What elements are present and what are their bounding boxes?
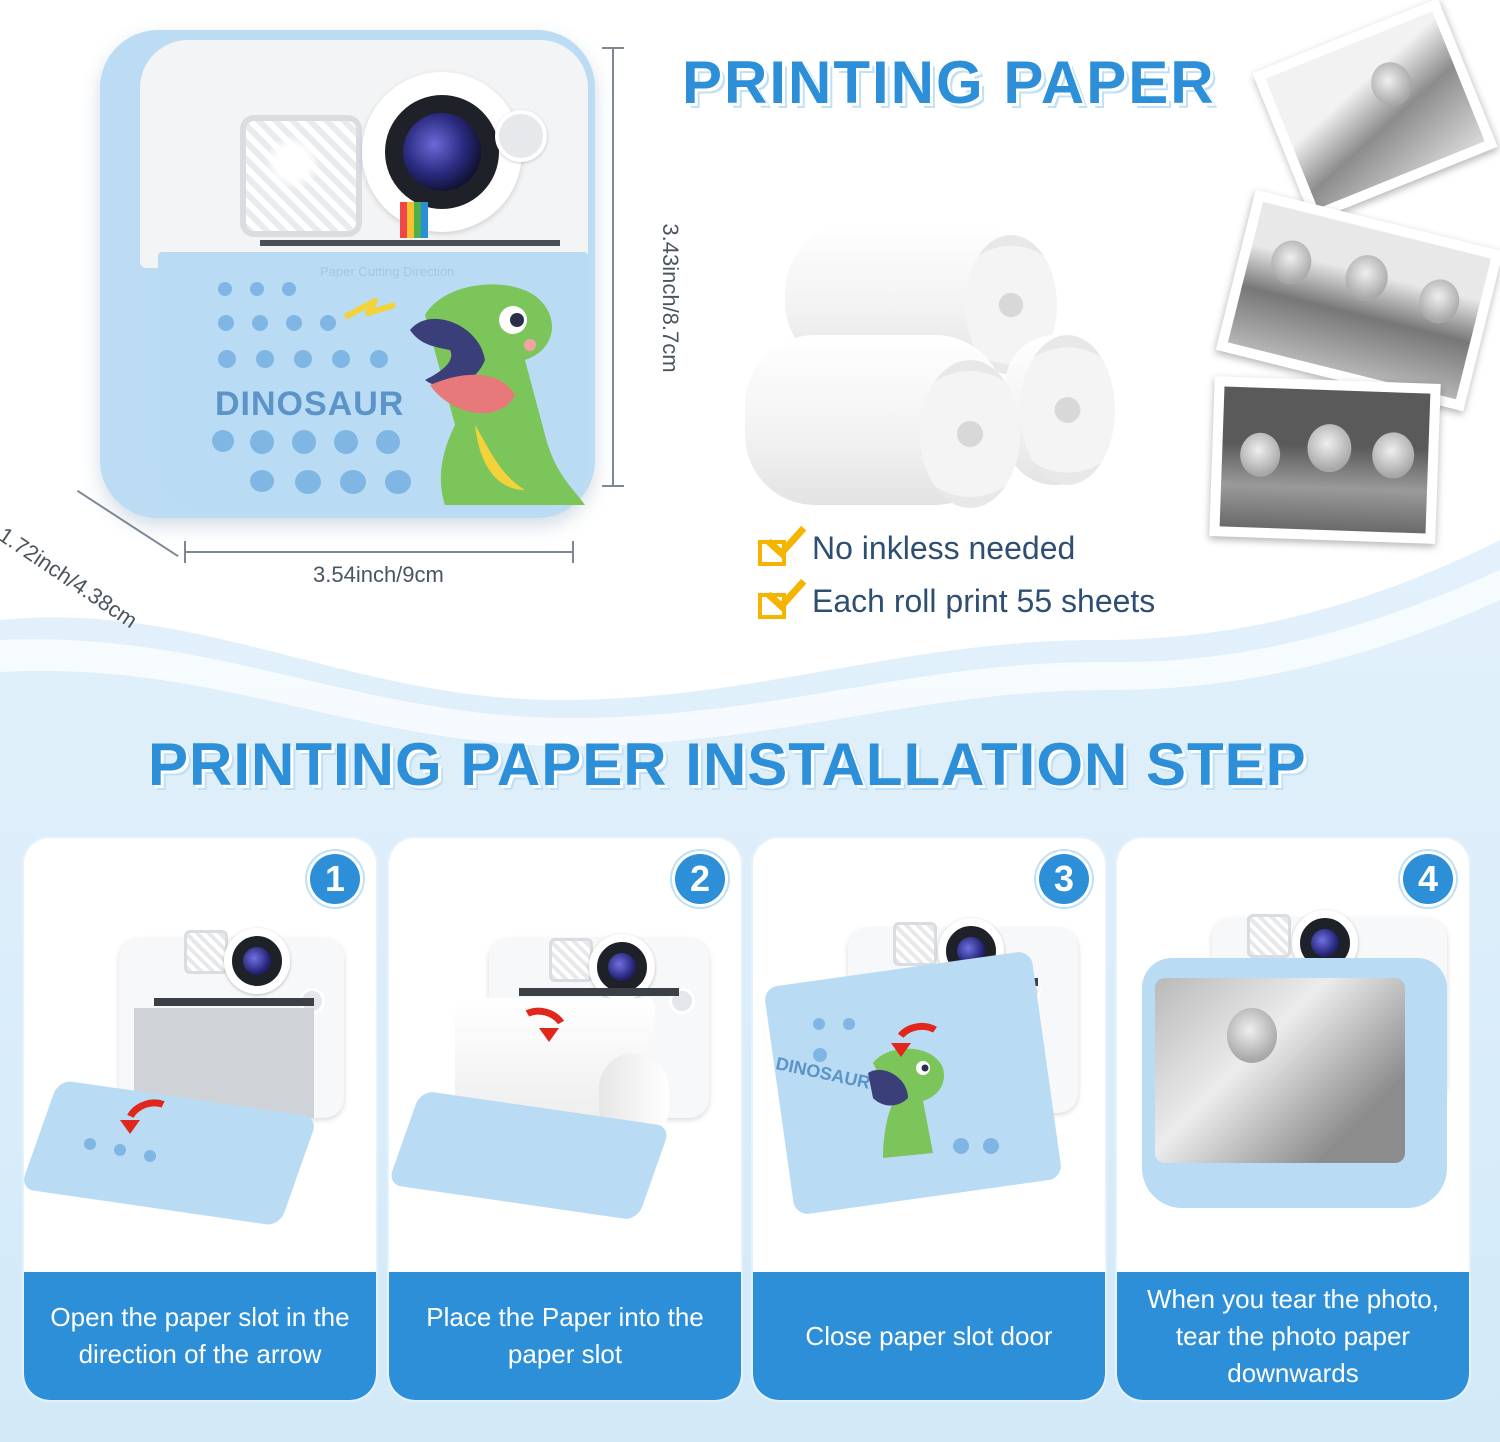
paper-roll-end: [1020, 335, 1115, 485]
pattern-dot: [295, 470, 321, 494]
pattern-dot: [250, 470, 274, 492]
lens-glass: [403, 113, 481, 191]
step-caption: Close paper slot door: [753, 1272, 1105, 1400]
step-number-badge: 1: [310, 854, 360, 904]
step-card-1: 1 Open the paper slot in the direction o…: [24, 838, 376, 1400]
pattern-dot: [385, 470, 411, 494]
dinosaur-text: DINOSAUR: [215, 385, 405, 423]
step-caption: Place the Paper into the paper slot: [389, 1272, 741, 1400]
width-dimension-line: [185, 551, 573, 553]
pattern-dot: [370, 350, 388, 368]
pattern-dot: [376, 430, 400, 454]
feature-item: Each roll print 55 sheets: [758, 569, 1156, 620]
pattern-dot: [292, 430, 316, 454]
pattern-dot: [250, 430, 274, 454]
height-dimension-label: 3.43inch/8.7cm: [658, 223, 683, 373]
dimension-cap: [602, 485, 624, 487]
arrow-head-icon: [120, 1120, 140, 1134]
dimension-cap: [572, 541, 574, 563]
pattern-dot: [218, 282, 232, 296]
dimension-cap: [184, 541, 186, 563]
step-caption: When you tear the photo, tear the photo …: [1117, 1272, 1469, 1400]
pattern-dot: [282, 282, 296, 296]
feature-text: Each roll print 55 sheets: [812, 583, 1156, 619]
flash-glow: [265, 135, 320, 190]
step-number-badge: 4: [1403, 854, 1453, 904]
arrow-head-icon: [539, 1028, 559, 1042]
step-card-4: 4 When you tear the photo, tear the phot…: [1117, 838, 1469, 1400]
paper-cutting-label: Paper Cutting Direction: [320, 264, 455, 279]
camera-product-image: Paper Cutting Direction DINOSAUR: [100, 30, 595, 520]
step-card-2: 2 Place the Paper into the paper slot: [389, 838, 741, 1400]
dinosaur-icon: [868, 1048, 944, 1158]
installation-title: PRINTING PAPER INSTALLATION STEP: [148, 731, 1307, 798]
pattern-dot: [250, 282, 264, 296]
step-number-badge: 2: [675, 854, 725, 904]
step-card-3: 3 DINOSAUR Close paper slot door: [753, 838, 1105, 1400]
light-sensor-icon: [495, 110, 547, 162]
page-title: PRINTING PAPER: [682, 49, 1216, 116]
pattern-dot: [320, 315, 336, 331]
checkmark-icon: [758, 516, 807, 566]
height-dimension-line: [612, 48, 614, 486]
pattern-dot: [218, 315, 234, 331]
pattern-dot: [212, 430, 234, 452]
sample-photo: [1209, 376, 1441, 544]
checkmark-icon: [758, 569, 807, 619]
child-face: [1227, 1008, 1277, 1063]
pattern-dot: [332, 350, 350, 368]
step-number-badge: 3: [1039, 854, 1089, 904]
paper-slot: [260, 240, 560, 246]
rainbow-stripe-logo: [400, 202, 428, 238]
pattern-dot: [252, 315, 268, 331]
pattern-dot: [256, 350, 274, 368]
width-dimension-label: 3.54inch/9cm: [313, 562, 444, 587]
step-caption: Open the paper slot in the direction of …: [24, 1272, 376, 1400]
pattern-dot: [334, 430, 358, 454]
lightning-icon: [343, 298, 396, 320]
dinosaur-icon: [410, 284, 585, 505]
dimension-cap: [602, 47, 624, 49]
pattern-dot: [294, 350, 312, 368]
paper-roll-end: [920, 360, 1020, 508]
pattern-dot: [218, 350, 236, 368]
feature-text: No inkless needed: [812, 530, 1076, 566]
arrow-head-icon: [891, 1043, 911, 1057]
pattern-dot: [340, 470, 366, 494]
feature-item: No inkless needed: [758, 516, 1076, 567]
pattern-dot: [286, 315, 302, 331]
